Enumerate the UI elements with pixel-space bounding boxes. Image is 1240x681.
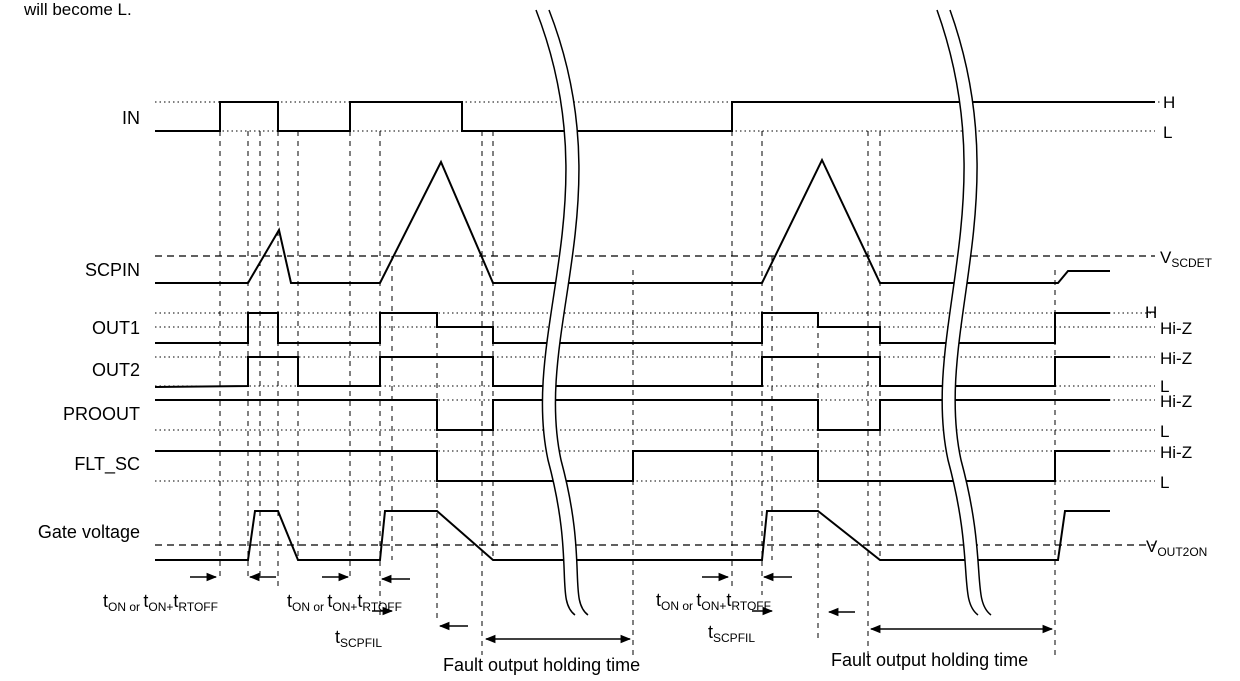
out2-waveform [154,356,1110,388]
level-flt-hiz: Hi-Z [1160,443,1192,462]
level-labels: H L VSCDET H Hi-Z Hi-Z L Hi-Z L Hi-Z L V… [1140,93,1213,559]
level-out2-hiz: Hi-Z [1160,349,1192,368]
out1-waveform [155,312,1110,344]
timing-arrows [190,572,1054,644]
header-note: will become L. [24,0,132,19]
scpfil-label-2: tSCPFIL [708,622,755,645]
level-vscdet: VSCDET [1160,248,1213,270]
signal-label-gate-voltage: Gate voltage [38,522,140,542]
proout-waveform [155,399,1110,431]
level-out2-l: L [1160,377,1169,396]
level-vout2on: VOUT2ON [1146,537,1207,559]
threshold-lines [155,255,1155,546]
in-waveform [155,101,1155,132]
level-proout-l: L [1160,422,1169,441]
level-flt-l: L [1160,473,1169,492]
level-out1-h: H [1145,303,1157,322]
timing-label-2: tON or tON+tRTOFF [287,591,402,614]
waveforms [154,101,1155,561]
time-break-1 [535,9,589,616]
reference-levels [155,101,1155,482]
signal-label-out2: OUT2 [92,360,140,380]
level-in-l: L [1163,123,1172,142]
level-in-h: H [1163,93,1175,112]
scpin-waveform [155,157,1110,284]
signal-label-out1: OUT1 [92,318,140,338]
timing-guides [219,131,1056,655]
scpfil-label-1: tSCPFIL [335,627,382,650]
signal-label-proout: PROOUT [63,404,140,424]
timing-label-1: tON or tON+tRTOFF [103,591,218,614]
time-break-2 [936,9,992,616]
timing-annotations: tON or tON+tRTOFF tON or tON+tRTOFF tON … [103,590,1028,675]
signal-label-flt-sc: FLT_SC [74,454,140,475]
level-proout-hiz: Hi-Z [1160,392,1192,411]
fault-holding-label-2: Fault output holding time [831,650,1028,670]
signal-label-in: IN [122,108,140,128]
timing-label-3: tON or tON+tRTOFF [656,590,771,613]
signal-label-scpin: SCPIN [85,260,140,280]
level-out1-hiz: Hi-Z [1160,319,1192,338]
fault-holding-label-1: Fault output holding time [443,655,640,675]
flt-sc-waveform [155,450,1110,482]
signal-labels: IN SCPIN OUT1 OUT2 PROOUT FLT_SC Gate vo… [38,108,140,542]
